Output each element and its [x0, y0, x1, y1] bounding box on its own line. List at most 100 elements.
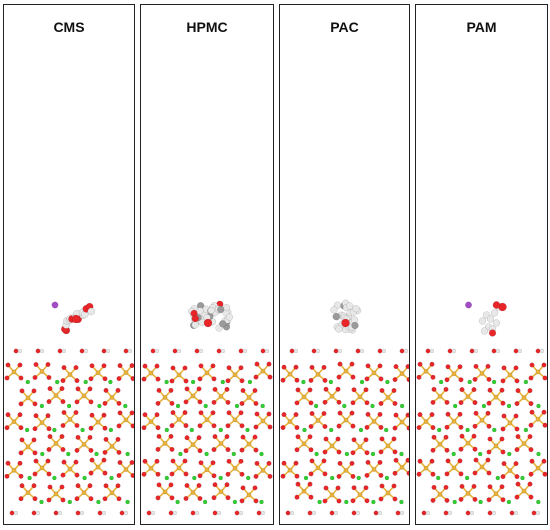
calcium-ion	[465, 427, 470, 433]
surface-oxygen-atom	[87, 386, 93, 392]
silicon-atom	[176, 465, 182, 471]
silicon-atom	[399, 464, 405, 470]
surface-oxygen-atom	[17, 412, 23, 418]
calcium-ion	[491, 379, 497, 385]
surface-oxygen-atom	[32, 401, 38, 407]
silicon-atom	[437, 393, 443, 399]
surface-oxygen-atom	[87, 434, 93, 440]
calcium-ion	[259, 451, 264, 457]
surface-oxygen-atom	[89, 457, 95, 463]
surface-oxygen-atom	[350, 423, 356, 429]
calcium-ion	[523, 379, 529, 385]
surface-oxygen-atom	[392, 377, 398, 383]
surface-oxygen-atom	[473, 410, 479, 416]
surface-oxygen-atom	[46, 375, 52, 381]
surface-oxygen-atom	[116, 376, 122, 382]
panel-cms: CMS	[3, 4, 135, 525]
calcium-ion	[481, 403, 487, 409]
silicon-atom	[246, 441, 252, 447]
surface-oxygen-atom	[323, 436, 329, 442]
surface-oxygen-atom	[444, 471, 450, 477]
surface-oxygen-atom	[103, 387, 109, 393]
surface-oxygen-atom	[73, 365, 79, 371]
silicon-atom	[162, 489, 168, 495]
surface-oxygen-atom	[308, 400, 314, 406]
silicon-atom	[53, 393, 59, 398]
surface-hydrogen-atom	[260, 510, 266, 516]
silicon-atom	[204, 467, 210, 473]
calcium-ion	[399, 451, 404, 457]
silicon-atom	[371, 418, 377, 424]
calcium-ion	[399, 499, 404, 505]
surface-oxygen-atom	[514, 426, 520, 432]
surface-oxygen-atom	[116, 449, 122, 455]
calcium-ion	[203, 403, 208, 409]
silicon-atom	[67, 372, 73, 377]
mineral-surface-slab	[280, 348, 409, 516]
surface-oxygen-atom	[198, 410, 204, 416]
surface-oxygen-atom	[74, 423, 80, 429]
silicon-atom	[437, 441, 443, 447]
calcium-ion	[164, 427, 169, 433]
surface-oxygen-atom	[285, 510, 291, 516]
silicon-atom	[11, 369, 17, 375]
surface-oxygen-atom	[130, 423, 134, 429]
surface-oxygen-atom	[528, 375, 534, 381]
polymer-atom	[191, 315, 199, 323]
surface-oxygen-atom	[431, 434, 437, 440]
surface-oxygen-atom	[18, 450, 24, 456]
surface-hydrogen-atom	[399, 510, 405, 516]
surface-oxygen-atom	[197, 448, 203, 454]
surface-oxygen-atom	[308, 494, 314, 500]
surface-oxygen-atom	[116, 496, 122, 502]
surface-hydrogen-atom	[451, 348, 457, 354]
surface-oxygen-atom	[379, 483, 385, 489]
surface-oxygen-atom	[46, 497, 52, 503]
surface-hydrogen-atom	[429, 348, 435, 354]
surface-oxygen-atom	[295, 481, 301, 487]
surface-oxygen-atom	[351, 510, 357, 516]
surface-oxygen-atom	[378, 472, 384, 478]
surface-oxygen-atom	[501, 461, 507, 467]
surface-oxygen-atom	[18, 425, 24, 431]
surface-oxygen-atom	[61, 410, 67, 416]
surface-oxygen-atom	[337, 460, 343, 466]
surface-oxygen-atom	[129, 363, 134, 369]
surface-hydrogen-atom	[198, 348, 204, 354]
surface-oxygen-atom	[225, 378, 231, 384]
surface-oxygen-atom	[156, 387, 162, 393]
surface-oxygen-atom	[322, 399, 328, 405]
surface-oxygen-atom	[501, 365, 507, 371]
surface-hydrogen-atom	[381, 348, 387, 354]
surface-oxygen-atom	[392, 496, 398, 502]
surface-oxygen-atom	[32, 375, 38, 381]
surface-oxygen-atom	[155, 495, 161, 501]
surface-oxygen-atom	[210, 363, 216, 369]
calcium-ion	[108, 379, 113, 385]
silicon-atom	[535, 416, 541, 422]
polymer-atom	[478, 317, 487, 325]
silicon-atom	[357, 444, 363, 450]
calcium-ion	[523, 427, 529, 433]
silicon-atom	[109, 443, 115, 449]
surface-oxygen-atom	[253, 374, 259, 380]
surface-oxygen-atom	[239, 447, 245, 453]
surface-oxygen-atom	[184, 483, 190, 489]
surface-oxygen-atom	[224, 386, 230, 392]
surface-hydrogen-atom	[13, 510, 19, 516]
surface-oxygen-atom	[46, 447, 52, 453]
surface-oxygen-atom	[47, 386, 53, 392]
calcium-ion	[204, 451, 209, 457]
surface-oxygen-atom	[252, 434, 258, 440]
calcium-ion	[52, 427, 57, 433]
calcium-ion	[329, 427, 334, 433]
surface-oxygen-atom	[97, 510, 103, 516]
silicon-atom	[148, 370, 154, 376]
silicon-atom	[343, 417, 349, 423]
calcium-ion	[302, 427, 307, 433]
surface-oxygen-atom	[515, 388, 521, 394]
surface-hydrogen-atom	[517, 348, 523, 354]
surface-oxygen-atom	[238, 365, 244, 371]
surface-oxygen-atom	[499, 436, 505, 442]
calcium-ion	[83, 379, 88, 385]
